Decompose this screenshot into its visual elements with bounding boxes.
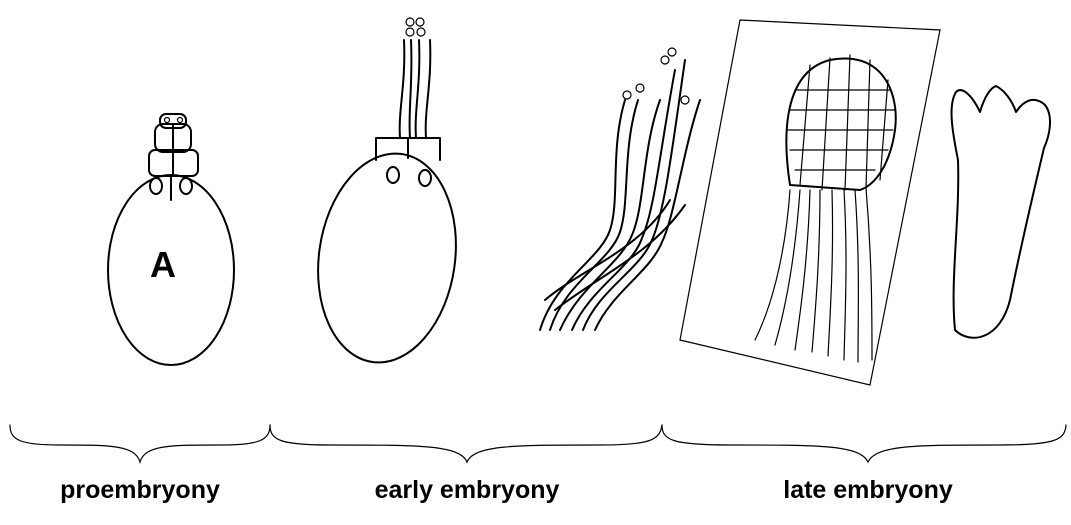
stage-braces [10, 425, 1066, 462]
stage-label-late-embryony: late embryony [783, 476, 953, 505]
late-embryo-drawing [680, 20, 940, 385]
early-embryo-drawing [305, 18, 469, 371]
proembryo-drawing [108, 114, 234, 365]
embryo-outline-drawing [952, 86, 1050, 338]
panel-letter: A [150, 244, 176, 286]
stage-label-early-embryony: early embryony [375, 476, 560, 505]
elongating-filaments-drawing [540, 48, 700, 330]
stage-label-proembryony: proembryony [60, 476, 220, 505]
